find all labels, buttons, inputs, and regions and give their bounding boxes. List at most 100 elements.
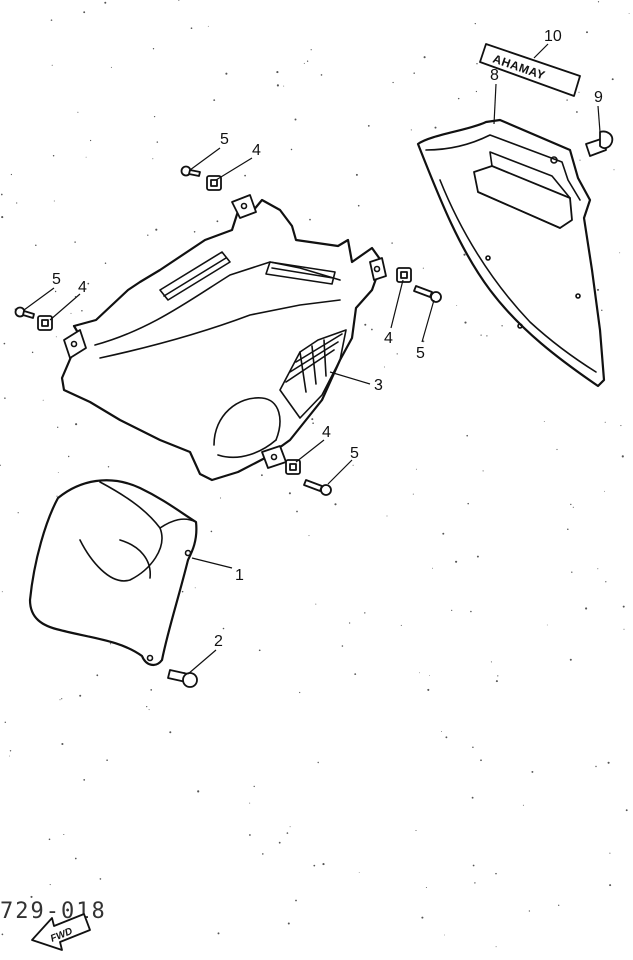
callout-2: 2 — [214, 633, 223, 650]
scan-speck — [3, 342, 6, 345]
callout-10: 10 — [544, 28, 562, 45]
nut-part-4-b — [37, 315, 53, 331]
scan-speck — [10, 173, 13, 176]
scan-speck — [110, 66, 112, 68]
scan-speck — [289, 826, 291, 828]
scan-speck — [286, 832, 289, 834]
scan-speck — [596, 288, 600, 291]
scan-speck — [604, 490, 605, 492]
scan-speck — [61, 698, 63, 700]
scan-speck — [35, 244, 37, 246]
scan-speck — [150, 689, 153, 691]
scan-speck — [474, 22, 476, 25]
scan-speck — [53, 200, 55, 202]
scan-speck — [556, 448, 558, 451]
scan-speck — [595, 765, 597, 768]
callout-9: 9 — [594, 89, 603, 106]
scan-speck — [290, 148, 293, 151]
callout-4-top: 4 — [252, 142, 261, 159]
scan-speck — [225, 72, 228, 75]
scan-speck — [104, 1, 107, 4]
scan-speck — [456, 305, 458, 306]
screw-part-5-a — [180, 165, 201, 177]
scan-speck — [258, 649, 261, 652]
scan-speck — [482, 470, 484, 472]
scan-speck — [601, 309, 603, 312]
callout-labels: 1 2 3 4 4 4 4 5 5 5 5 8 9 10 — [52, 28, 603, 650]
scan-speck — [497, 675, 499, 677]
nut-part-4-c — [396, 267, 412, 283]
scan-speck — [434, 126, 437, 129]
scan-speck — [193, 231, 196, 233]
scan-speck — [147, 234, 149, 236]
scan-speck — [181, 590, 184, 593]
scan-speck — [57, 426, 59, 428]
scan-speck — [466, 434, 468, 437]
scan-speck — [392, 81, 394, 84]
under-cowling-part-3 — [60, 194, 387, 482]
scan-speck — [412, 493, 414, 495]
callout-4-right: 4 — [384, 330, 393, 347]
scan-speck — [490, 661, 492, 663]
scan-speck — [364, 612, 366, 614]
scan-speck — [52, 155, 55, 157]
scan-speck — [57, 472, 59, 473]
scan-speck — [620, 425, 622, 427]
fender-part-1 — [28, 479, 198, 666]
scan-speck — [74, 241, 76, 243]
callout-5-left: 5 — [52, 271, 61, 288]
scan-speck — [276, 71, 279, 74]
scan-speck — [303, 62, 305, 64]
scan-speck — [83, 779, 86, 781]
scan-speck — [604, 421, 606, 423]
scan-speck — [48, 838, 51, 841]
scan-speck — [476, 63, 478, 65]
scan-speck — [9, 750, 12, 752]
scan-speck — [87, 282, 90, 285]
scan-speck — [628, 13, 630, 14]
scan-speck — [253, 785, 255, 788]
scan-speck — [190, 27, 193, 30]
screw-part-9 — [585, 130, 614, 157]
scan-speck — [528, 910, 531, 912]
callout-8: 8 — [490, 67, 499, 84]
scan-speck — [148, 709, 150, 711]
scan-speck — [79, 694, 82, 697]
scan-speck — [586, 31, 588, 34]
nut-part-4-d — [285, 459, 301, 475]
scan-speck — [320, 74, 323, 76]
scan-speck — [54, 290, 57, 293]
scan-speck — [609, 884, 612, 887]
scan-speck — [213, 99, 216, 101]
scan-speck — [96, 674, 99, 677]
scan-speck — [367, 125, 370, 127]
scan-speck — [56, 495, 58, 497]
scan-speck — [607, 761, 610, 764]
scan-speck — [348, 622, 351, 624]
scan-speck — [306, 60, 309, 62]
scan-speck — [287, 922, 290, 925]
scan-speck — [313, 864, 316, 867]
scan-speck — [421, 916, 424, 919]
scan-speck — [410, 129, 412, 131]
scan-speck — [546, 624, 548, 626]
screw-part-5-c — [413, 285, 442, 303]
scan-speck — [480, 334, 482, 336]
scan-speck — [207, 25, 209, 27]
scan-speck — [474, 882, 476, 884]
scan-speck — [155, 228, 158, 231]
scan-speck — [475, 90, 478, 93]
scan-speck — [621, 455, 624, 458]
scan-speck — [597, 1, 600, 3]
scan-speck — [611, 78, 614, 81]
scan-speck — [522, 804, 524, 806]
scan-speck — [364, 323, 367, 326]
scan-speck — [276, 84, 279, 87]
scan-speck — [75, 423, 78, 426]
scan-speck — [309, 218, 311, 221]
scan-speck — [495, 872, 497, 875]
scan-speck — [17, 512, 19, 514]
scan-speck — [625, 809, 628, 812]
scan-speck — [219, 497, 222, 499]
scan-speck — [455, 560, 458, 563]
